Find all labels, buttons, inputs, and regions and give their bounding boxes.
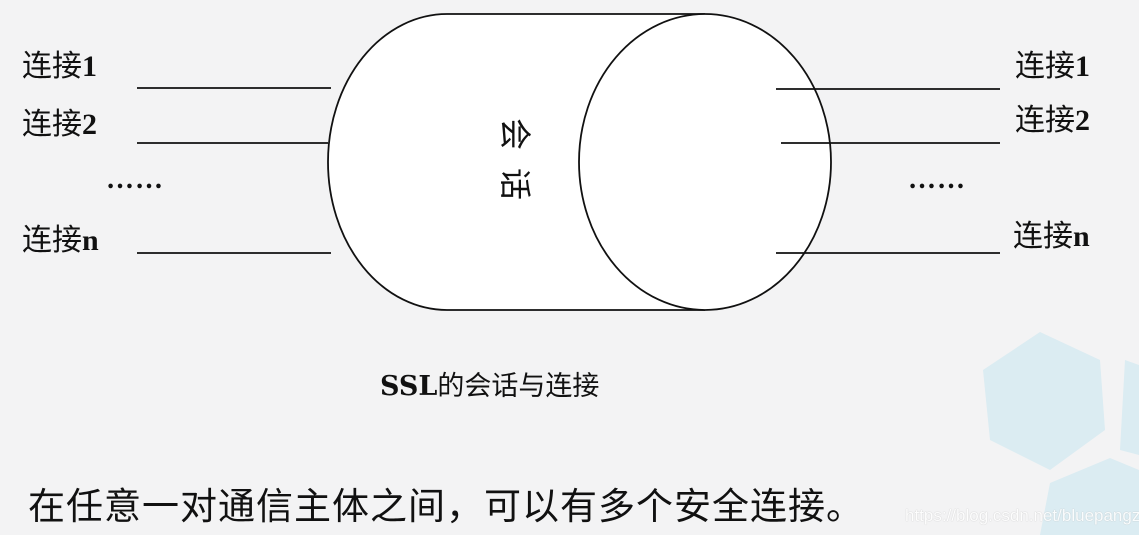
right-ellipsis: …… [908,164,966,195]
diagram-caption: SSL的会话与连接 [380,364,599,403]
label-text: 连接 [1013,219,1073,254]
label-text: 连接 [22,223,82,258]
bottom-statement: 在任意一对通信主体之间，可以有多个安全连接。 [28,485,864,528]
right-label-1: 连接1 [1015,52,1090,82]
left-label-n: 连接n [22,226,99,256]
hexagon [983,332,1105,470]
label-text: 连接 [1015,49,1075,84]
hexagon [1040,458,1139,535]
right-label-2: 连接2 [1015,106,1090,136]
connection-lines [137,87,1000,254]
label-index: n [1073,220,1090,253]
left-label-1: 连接1 [22,52,97,82]
right-label-n: 连接n [1013,222,1090,252]
label-index: 2 [1075,104,1090,137]
session-cylinder-end [578,13,832,311]
caption-text: 的会话与连接 [437,371,600,402]
label-index: 1 [82,50,97,83]
label-index: 1 [1075,50,1090,83]
label-text: 连接 [22,49,82,84]
hexagon [1120,360,1139,455]
left-ellipsis: …… [106,164,164,195]
label-index: 2 [82,108,97,141]
label-text: 连接 [22,107,82,142]
label-text: 连接 [1015,103,1075,138]
label-index: n [82,224,99,257]
left-label-2: 连接2 [22,110,97,140]
caption-prefix: SSL [380,371,438,402]
background-hexagons [983,332,1139,535]
watermark: https://blog.csdn.net/bluepangzi [905,506,1139,525]
session-label: 会话 [496,118,534,219]
